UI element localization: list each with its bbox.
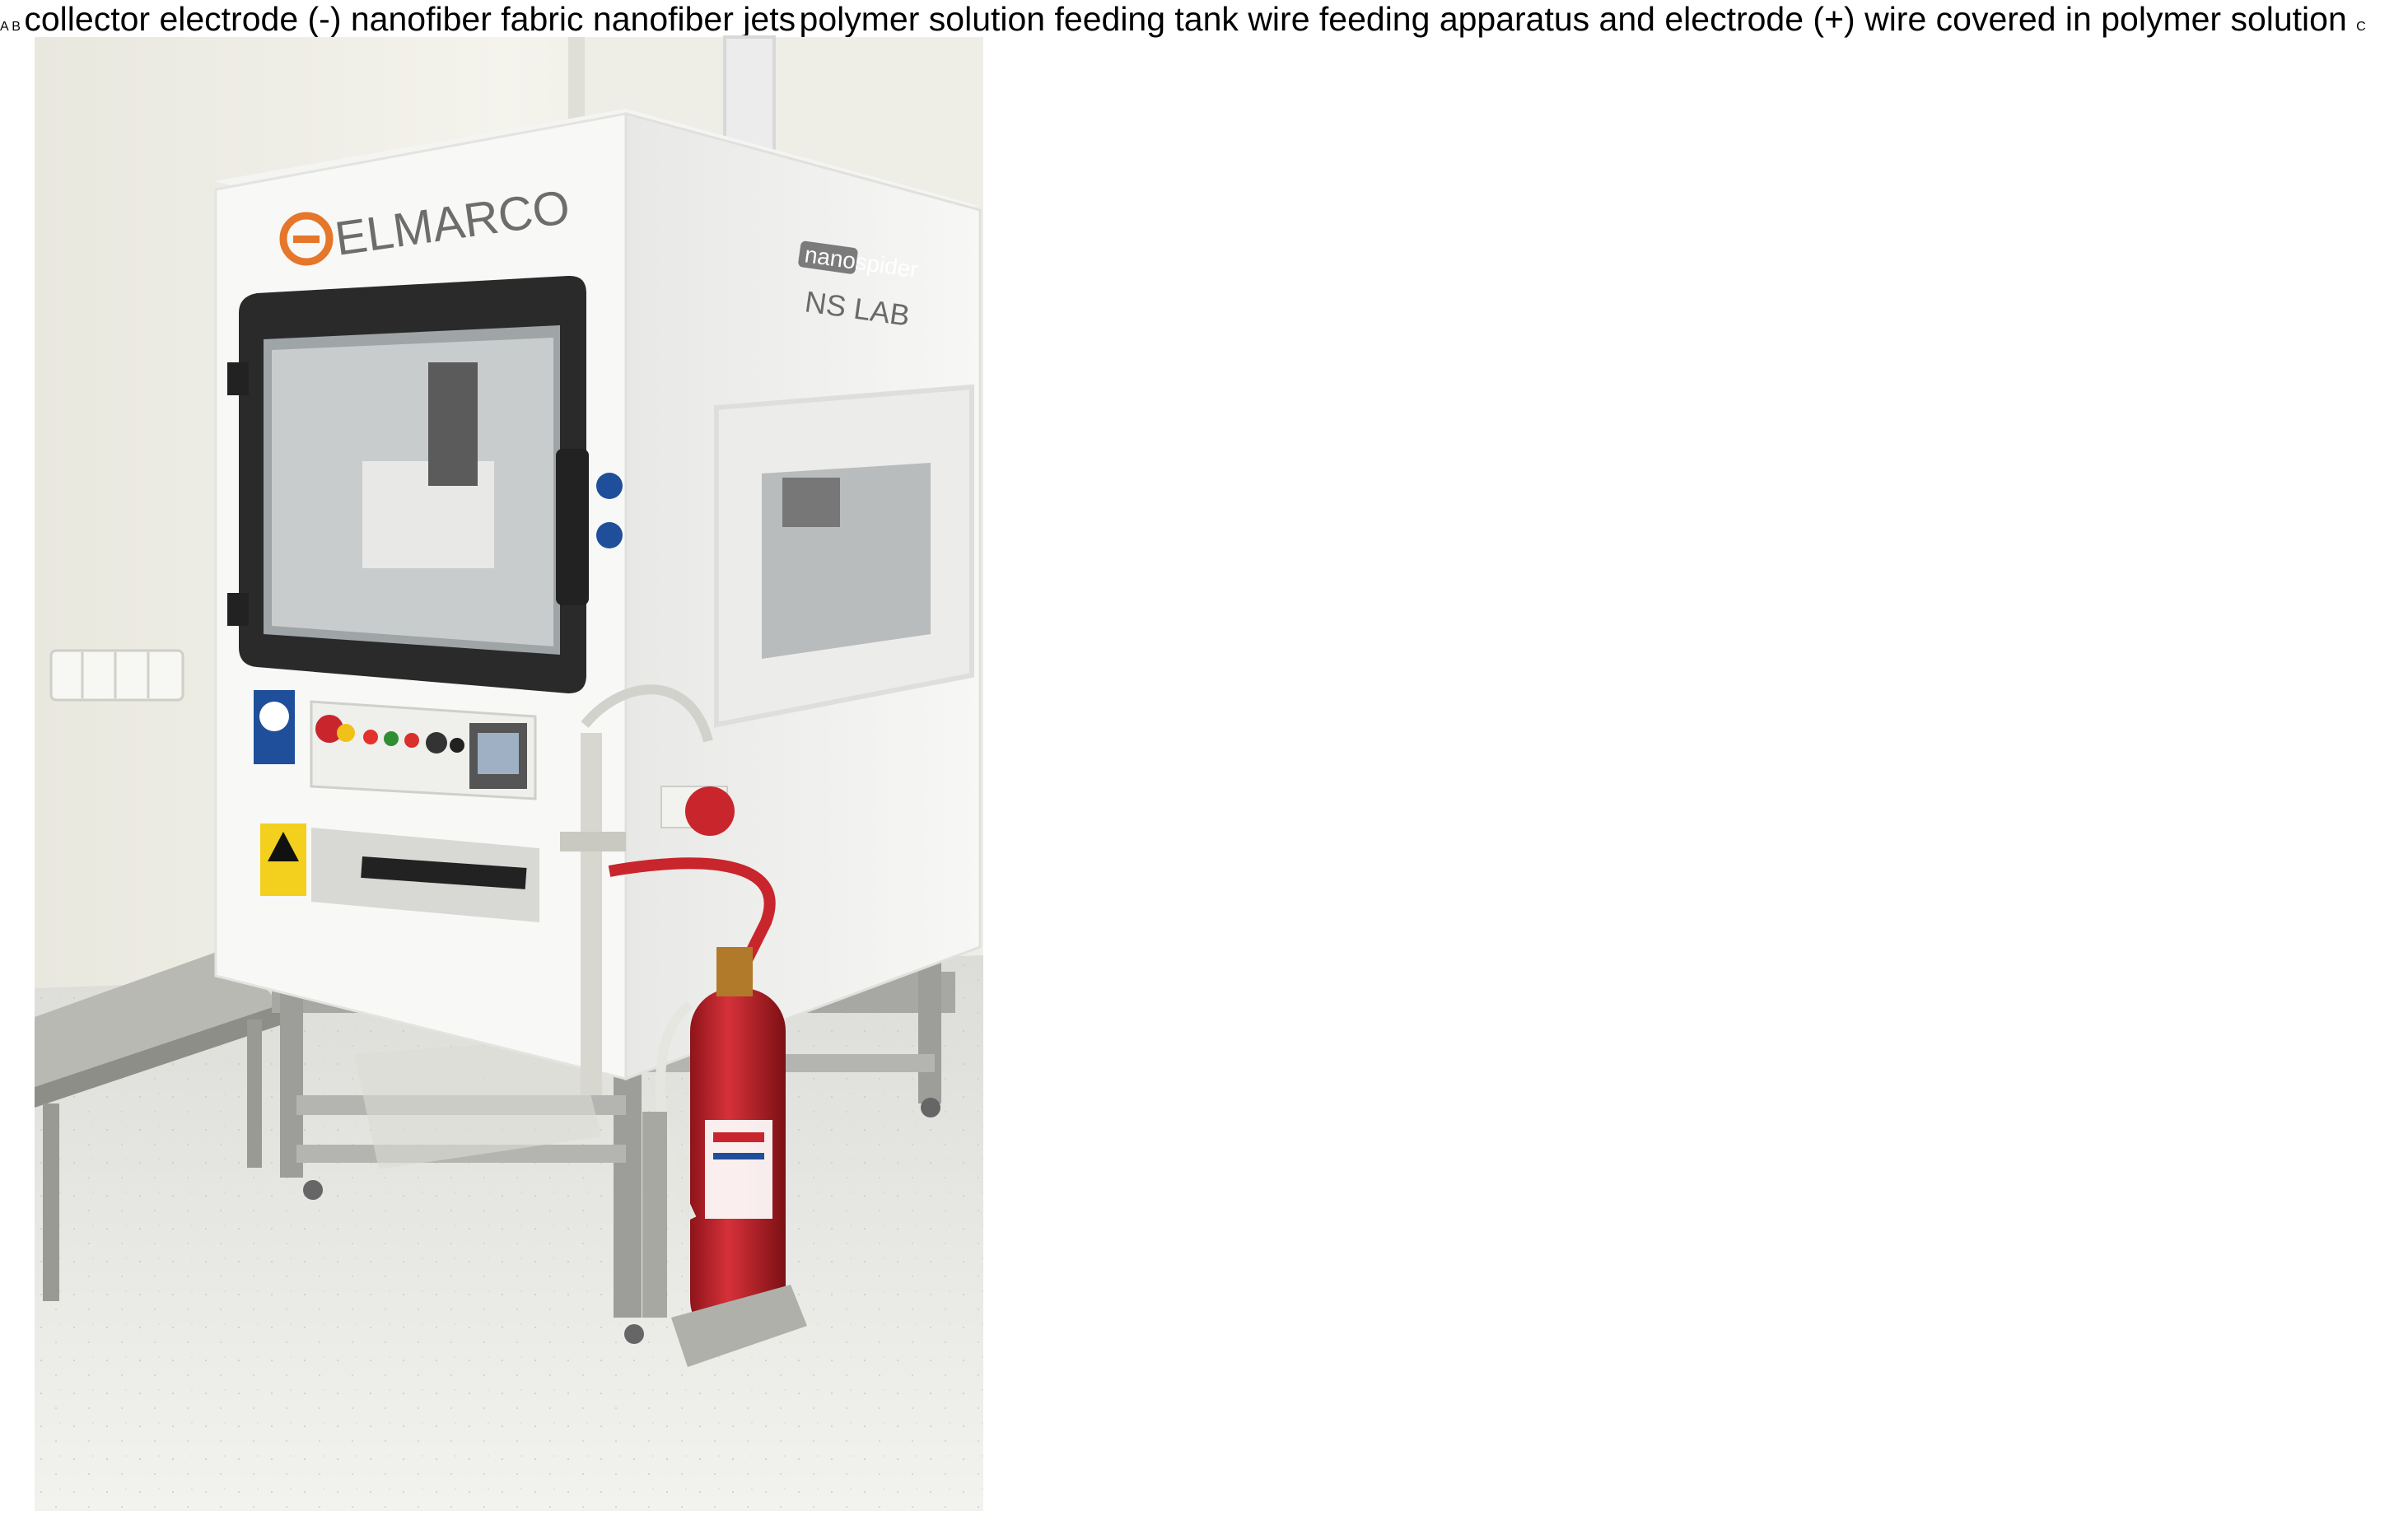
label-tank-line3: feeding tank — [1054, 0, 1239, 38]
panel-a-letter: A — [0, 20, 8, 34]
hinge-bottom — [227, 593, 249, 626]
collector-electrode: collector electrode (-) nanofiber fabric… — [24, 0, 2356, 38]
label-wire-covered-line2: polymer solution — [2101, 0, 2347, 38]
label-wire-feeding-line1: wire feeding — [1248, 0, 1430, 38]
lightning-icon-wire: collector electrode (-) nanofiber fabric… — [24, 0, 2356, 38]
tank-leader: collector electrode (-) nanofiber fabric… — [24, 0, 2356, 38]
vent-duct — [723, 35, 776, 154]
label-feeding-tank: polymer solution feeding tank — [800, 0, 1248, 38]
wire-feed-leader: collector electrode (-) nanofiber fabric… — [24, 0, 2356, 38]
roller-left: collector electrode (-) nanofiber fabric… — [24, 0, 2356, 38]
label-wire-covered-line1: wire covered in — [1864, 0, 2092, 38]
belt-orange-edge: collector electrode (-) nanofiber fabric… — [24, 0, 2356, 38]
front-window — [239, 275, 589, 693]
label-wire-feeding: wire feeding apparatus and electrode (+) — [1248, 0, 1864, 38]
collector-electrode-holder: collector electrode (-) nanofiber fabric… — [24, 0, 2356, 38]
sensor-pole — [581, 733, 602, 1095]
feeding-tank: collector electrode (-) nanofiber fabric… — [24, 0, 2356, 38]
feeding-tank-solution: collector electrode (-) nanofiber fabric… — [24, 0, 2356, 38]
label-collector-line1: collector — [24, 0, 151, 38]
label-wire-feeding-line3: electrode (+) — [1664, 0, 1855, 38]
panel-b-letter: B — [12, 20, 21, 34]
panel-b-schematic: B — [12, 0, 2356, 38]
wall-switch — [49, 649, 184, 702]
control-panel — [310, 700, 537, 800]
wire-feeding-box: collector electrode (-) nanofiber fabric… — [24, 0, 2356, 38]
label-tank-line2: solution — [928, 0, 1046, 38]
panel-c-photo: C — [2356, 20, 2366, 34]
label-wire-covered: wire covered in polymer solution — [1864, 0, 2356, 38]
platform-leg-left: collector electrode (-) nanofiber fabric… — [24, 0, 2356, 38]
jets-leader: collector electrode (-) nanofiber fabric… — [24, 0, 2356, 38]
wire-feeding-top: collector electrode (-) nanofiber fabric… — [24, 0, 2356, 38]
label-fabric-line2: fabric — [501, 0, 584, 38]
belt-bottom: collector electrode (-) nanofiber fabric… — [24, 0, 2356, 38]
lightning-icon-collector: collector electrode (-) nanofiber fabric… — [24, 0, 2356, 38]
fabric-gradient: collector electrode (-) nanofiber fabric… — [24, 0, 2356, 38]
roller-housing-right: collector electrode (-) nanofiber fabric… — [24, 0, 2356, 38]
wire-silhouette: C — [2356, 20, 2366, 34]
hinge-top — [227, 362, 249, 395]
collector-belt: collector electrode (-) nanofiber fabric… — [24, 0, 2356, 38]
label-wire-feeding-line2: apparatus and — [1439, 0, 1655, 38]
label-tank-line1: polymer — [799, 0, 920, 38]
panel-c-letter: C — [2356, 20, 2366, 34]
cable — [581, 684, 713, 743]
label-nanofiber-jets: nanofiber jets — [592, 0, 796, 38]
gas-hose — [608, 857, 776, 975]
feeding-flow: collector electrode (-) nanofiber fabric… — [24, 0, 2356, 38]
wire-covered-leader: collector electrode (-) nanofiber fabric… — [24, 0, 2356, 38]
wire-bath: collector electrode (-) nanofiber fabric… — [24, 0, 2356, 38]
collector-bar: collector electrode (-) nanofiber fabric… — [24, 0, 2356, 38]
lower-platform-edge: collector electrode (-) nanofiber fabric… — [24, 0, 2356, 38]
extinguisher-stand — [671, 1285, 807, 1367]
label-fabric-line1: nanofiber — [350, 0, 492, 38]
label-nanofiber-fabric: nanofiber fabric — [351, 0, 593, 38]
panel-c-background: C — [2356, 20, 2366, 34]
drip-tray — [354, 1038, 601, 1169]
platform-leg-right: collector electrode (-) nanofiber fabric… — [24, 0, 2356, 38]
collector-leader: collector electrode (-) nanofiber fabric… — [24, 0, 2356, 38]
wire: collector electrode (-) nanofiber fabric… — [24, 0, 2356, 38]
step-stool — [35, 947, 280, 1301]
feeding-pipe: collector electrode (-) nanofiber fabric… — [24, 0, 2356, 38]
lower-platform: collector electrode (-) nanofiber fabric… — [24, 0, 2356, 38]
label-collector-electrode: collector electrode (-) — [24, 0, 351, 38]
label-collector-line2: electrode (-) — [159, 0, 342, 38]
roller-housing-left: collector electrode (-) nanofiber fabric… — [24, 0, 2356, 38]
panel-a-photo: ELMARCO nanospider NS LAB — [35, 35, 983, 1511]
roller-right: collector electrode (-) nanofiber fabric… — [24, 0, 2356, 38]
nanofiber-fabric-layer: collector electrode (-) nanofiber fabric… — [24, 0, 2356, 38]
fire-extinguisher — [655, 947, 786, 1342]
fabric-leader: collector electrode (-) nanofiber fabric… — [24, 0, 2356, 38]
